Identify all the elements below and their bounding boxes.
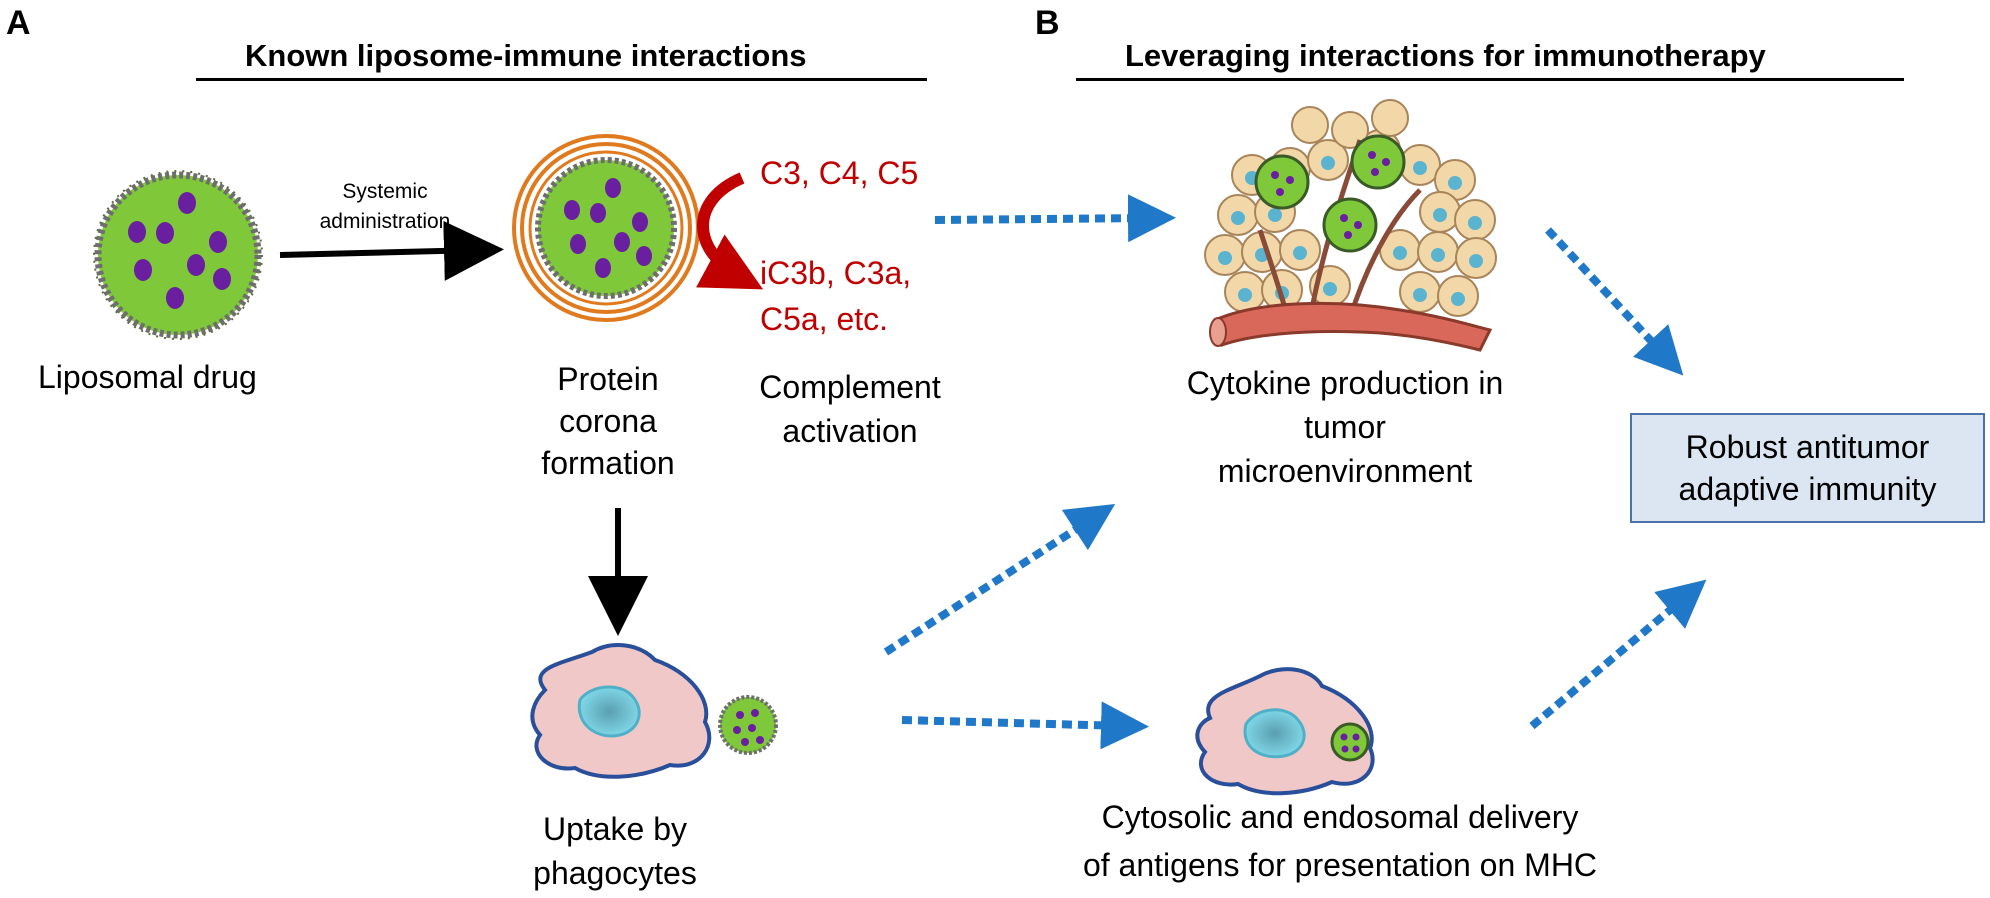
complement-arrow — [696, 172, 764, 290]
corona-liposome-icon — [512, 134, 700, 322]
panel-a-heading: Known liposome-immune interactions — [245, 38, 807, 73]
panel-a-heading-underline — [196, 78, 927, 81]
corona-label-line2: corona — [559, 403, 657, 439]
panel-b-heading-underline — [1076, 78, 1904, 81]
panel-b-letter: B — [1035, 4, 1060, 42]
dotted-arrow-apc-to-immunity — [1529, 579, 1707, 730]
complement-products-line2: C5a, etc. — [760, 301, 889, 337]
panel-a-letter: A — [6, 4, 31, 42]
cytokine-label-line2: tumor — [1304, 409, 1386, 445]
panel-b-heading: Leveraging interactions for immunotherap… — [1125, 38, 1766, 73]
complement-label-line2: activation — [782, 413, 918, 449]
antigen-presenting-cell-icon — [1195, 667, 1375, 796]
delivery-label-line2: of antigens for presentation on MHC — [1082, 847, 1598, 883]
phagocyte-icon — [530, 643, 778, 779]
dotted-arrow-phagocyte-to-tumor — [883, 503, 1116, 656]
robust-immunity-box: Robust antitumor adaptive immunity — [1630, 413, 1985, 523]
liposomal-drug-label: Liposomal drug — [38, 359, 257, 395]
corona-label-line3: formation — [541, 445, 675, 481]
tumor-liposome-icon — [1254, 134, 1406, 253]
liposome-icon — [93, 170, 263, 340]
robust-immunity-line2: adaptive immunity — [1678, 471, 1937, 507]
complement-products-line1: iC3b, C3a, — [760, 255, 912, 291]
administration-arrow — [279, 220, 504, 281]
tumor-microenvironment-icon — [1204, 99, 1497, 352]
systemic-label: Systemic — [342, 180, 428, 203]
uptake-label-line1: Uptake by — [542, 811, 688, 847]
cytokine-label-line1: Cytokine production in — [1186, 365, 1504, 401]
complement-label-line1: Complement — [759, 369, 941, 405]
dotted-arrow-tumor-to-immunity — [1545, 227, 1684, 376]
administration-label: administration — [319, 210, 451, 233]
robust-immunity-line1: Robust antitumor — [1685, 429, 1930, 465]
delivery-label-line1: Cytosolic and endosomal delivery — [1101, 799, 1579, 835]
complement-proteins-label: C3, C4, C5 — [760, 155, 919, 191]
dotted-arrow-phagocyte-to-apc — [901, 701, 1149, 750]
cytokine-label-line3: microenvironment — [1217, 453, 1473, 489]
corona-label-line1: Protein — [557, 361, 659, 397]
uptake-label-line2: phagocytes — [533, 855, 697, 891]
dotted-arrow-complement-to-tumor — [934, 194, 1176, 243]
